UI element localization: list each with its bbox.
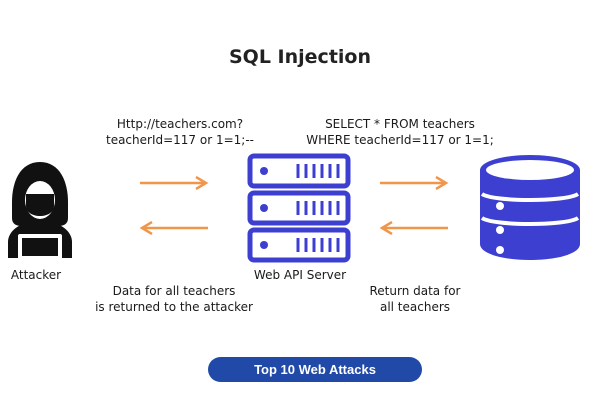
request-url-line-2: teacherId=117 or 1=1;-- [105,133,254,147]
response-server-note: Return data for all teachers [350,283,480,315]
response-attacker-line-2: is returned to the attacker [95,300,253,314]
footer-banner: Top 10 Web Attacks [208,357,422,382]
request-url: Http://teachers.com? teacherId=117 or 1=… [80,116,280,148]
request-url-line-1: Http://teachers.com? [116,117,244,131]
request-arrow-attacker-to-server [140,176,209,190]
server-rack-icon [247,153,351,263]
attacker-label: Attacker [10,268,62,282]
response-attacker-note: Data for all teachers is returned to the… [74,283,274,315]
response-arrow-db-to-server [379,221,448,235]
request-sql-line-2: WHERE teacherId=117 or 1=1; [306,133,494,147]
response-server-line-2: all teachers [379,300,451,314]
hooded-attacker-icon [8,162,72,260]
server-label: Web API Server [253,268,347,282]
response-arrow-server-to-attacker [139,221,208,235]
response-server-line-1: Return data for [369,284,461,298]
database-icon [480,155,580,260]
request-sql-query: SELECT * FROM teachers WHERE teacherId=1… [300,116,500,148]
request-sql-line-1: SELECT * FROM teachers [325,117,475,131]
response-attacker-line-1: Data for all teachers [112,284,236,298]
request-arrow-server-to-db [380,176,449,190]
diagram-title: SQL Injection [229,46,371,68]
